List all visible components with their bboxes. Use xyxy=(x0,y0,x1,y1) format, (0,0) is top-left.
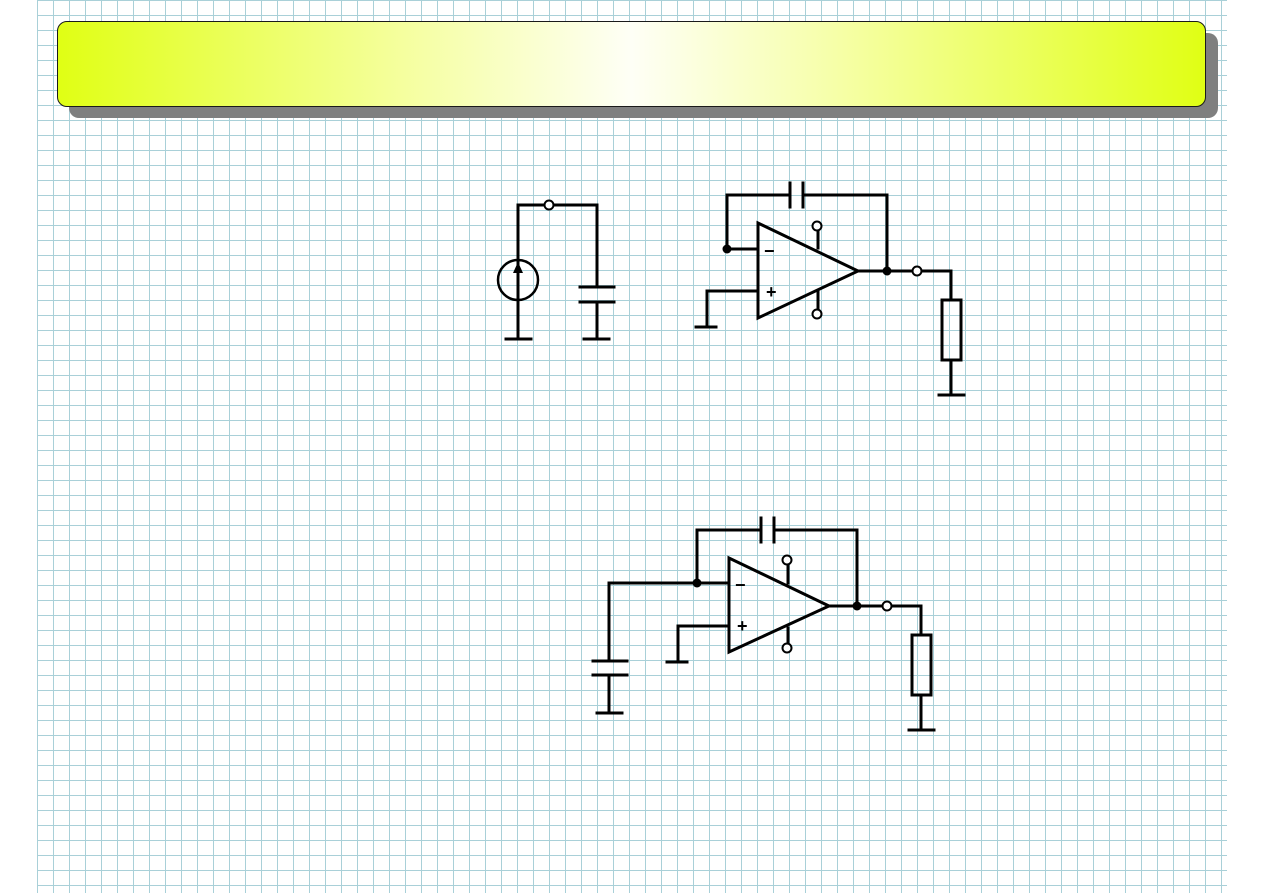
title-banner xyxy=(57,21,1206,107)
supply-terminal xyxy=(781,642,793,654)
op-amp: − + xyxy=(727,555,833,655)
inverting-input-sign: − xyxy=(735,575,746,595)
junction-dot xyxy=(692,578,702,588)
supply-terminal xyxy=(811,220,823,232)
load-resistor xyxy=(940,298,963,362)
non-inverting-input-sign: + xyxy=(737,616,748,636)
circuit-op-amp-integrator-bottom: − + xyxy=(591,516,936,732)
load-resistor xyxy=(910,633,933,697)
output-terminal xyxy=(911,265,923,277)
capacitor xyxy=(578,285,616,304)
junction-dot xyxy=(852,601,862,611)
inverting-input-sign: − xyxy=(764,241,775,261)
grid-paper-background xyxy=(37,0,1227,893)
junction-dot xyxy=(882,266,892,276)
non-inverting-input-sign: + xyxy=(766,282,777,302)
op-amp: − + xyxy=(756,220,862,321)
output-terminal xyxy=(543,199,555,211)
supply-terminal xyxy=(781,554,793,566)
feedback-capacitor xyxy=(759,516,776,544)
current-source xyxy=(496,258,540,302)
circuit3-wires xyxy=(607,528,923,732)
output-terminal xyxy=(881,600,893,612)
junction-dot xyxy=(722,244,732,254)
circuit-op-amp-integrator-top: − + xyxy=(694,181,966,397)
supply-terminal xyxy=(811,308,823,320)
feedback-capacitor xyxy=(788,181,805,209)
circuit1-wires xyxy=(516,203,599,341)
input-capacitor xyxy=(591,659,629,677)
circuit-current-source-capacitor xyxy=(496,199,616,341)
circuit2-wires xyxy=(705,193,953,397)
